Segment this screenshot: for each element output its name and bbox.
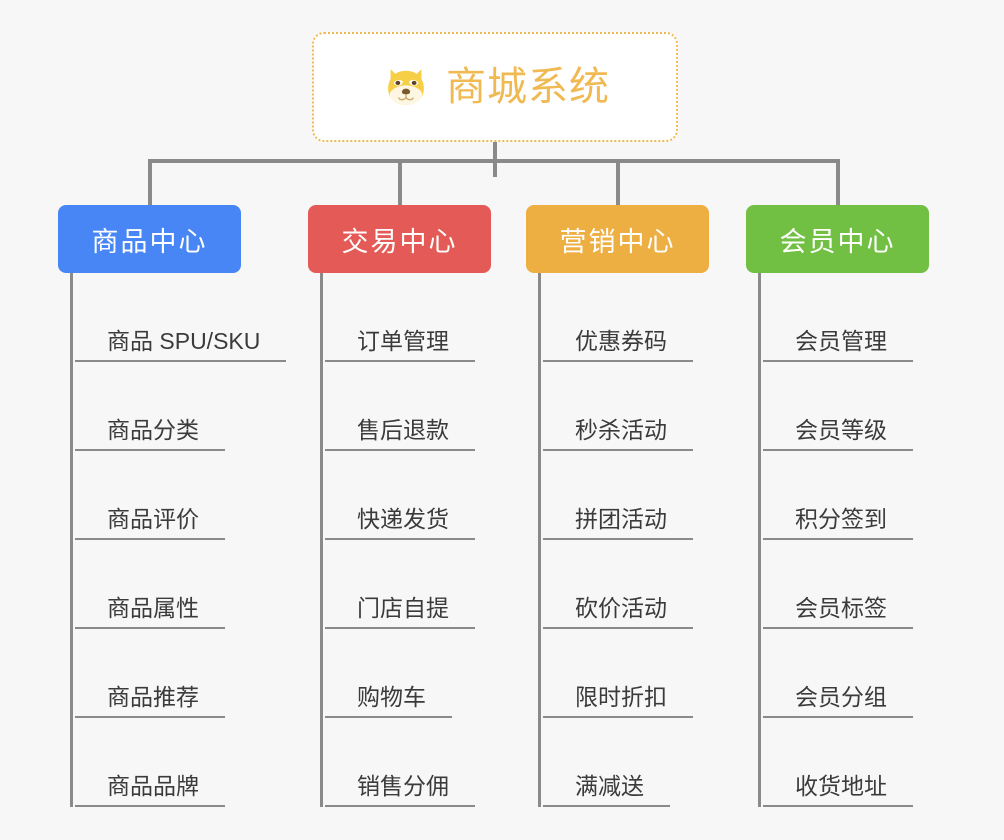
leaf-label: 积分签到: [763, 506, 913, 540]
connector-drop-3: [616, 159, 620, 205]
leaf-label: 满减送: [543, 773, 670, 807]
leaf-list-2: 订单管理 售后退款 快递发货 门店自提 购物车 销售分佣: [320, 273, 491, 807]
leaf-label: 秒杀活动: [543, 417, 693, 451]
connector-bus: [148, 159, 840, 163]
leaf-label: 限时折扣: [543, 684, 693, 718]
leaf-label: 会员分组: [763, 684, 913, 718]
list-item[interactable]: 商品属性: [75, 540, 286, 629]
leaf-list-1: 商品 SPU/SKU 商品分类 商品评价 商品属性 商品推荐 商品品牌: [70, 273, 287, 807]
connector-drop-4: [836, 159, 840, 205]
list-item[interactable]: 商品推荐: [75, 629, 286, 718]
branch-column-1: 商品中心 商品 SPU/SKU 商品分类 商品评价 商品属性 商品推荐 商品品牌: [58, 205, 287, 807]
list-item[interactable]: 砍价活动: [543, 540, 709, 629]
leaf-label: 商品分类: [75, 417, 225, 451]
category-box-4[interactable]: 会员中心: [746, 205, 929, 273]
branch-column-2: 交易中心 订单管理 售后退款 快递发货 门店自提 购物车 销售分佣: [308, 205, 491, 807]
leaf-label: 销售分佣: [325, 773, 475, 807]
leaf-label: 售后退款: [325, 417, 475, 451]
leaf-label: 收货地址: [763, 773, 913, 807]
branch-column-3: 营销中心 优惠券码 秒杀活动 拼团活动 砍价活动 限时折扣 满减送: [526, 205, 709, 807]
list-item[interactable]: 限时折扣: [543, 629, 709, 718]
leaf-label: 会员管理: [763, 328, 913, 362]
list-item[interactable]: 销售分佣: [325, 718, 491, 807]
list-item[interactable]: 快递发货: [325, 451, 491, 540]
leaf-label: 会员等级: [763, 417, 913, 451]
leaf-list-3: 优惠券码 秒杀活动 拼团活动 砍价活动 限时折扣 满减送: [538, 273, 709, 807]
list-item[interactable]: 会员标签: [763, 540, 929, 629]
leaf-label: 商品推荐: [75, 684, 225, 718]
list-item[interactable]: 商品品牌: [75, 718, 286, 807]
leaf-label: 商品属性: [75, 595, 225, 629]
leaf-label: 订单管理: [325, 328, 475, 362]
list-item[interactable]: 积分签到: [763, 451, 929, 540]
category-box-1[interactable]: 商品中心: [58, 205, 241, 273]
list-item[interactable]: 商品分类: [75, 362, 286, 451]
leaf-label: 拼团活动: [543, 506, 693, 540]
leaf-label: 快递发货: [325, 506, 475, 540]
list-item[interactable]: 会员分组: [763, 629, 929, 718]
leaf-label: 优惠券码: [543, 328, 693, 362]
list-item[interactable]: 秒杀活动: [543, 362, 709, 451]
root-node[interactable]: 商城系统: [312, 32, 678, 142]
list-item[interactable]: 商品 SPU/SKU: [75, 273, 287, 362]
category-label-1: 商品中心: [91, 226, 208, 257]
list-item[interactable]: 售后退款: [325, 362, 491, 451]
list-item[interactable]: 会员等级: [763, 362, 929, 451]
category-box-2[interactable]: 交易中心: [308, 205, 491, 273]
leaf-label: 商品评价: [75, 506, 225, 540]
category-label-3: 营销中心: [559, 226, 676, 257]
leaf-label: 商品 SPU/SKU: [75, 328, 287, 362]
connector-drop-2: [398, 159, 402, 205]
leaf-label: 门店自提: [325, 595, 475, 629]
list-item[interactable]: 订单管理: [325, 273, 491, 362]
leaf-label: 砍价活动: [543, 595, 693, 629]
list-item[interactable]: 商品评价: [75, 451, 286, 540]
shiba-dog-face-icon: [388, 69, 424, 105]
list-item[interactable]: 优惠券码: [543, 273, 709, 362]
list-item[interactable]: 购物车: [325, 629, 491, 718]
list-item[interactable]: 会员管理: [763, 273, 929, 362]
category-box-3[interactable]: 营销中心: [526, 205, 709, 273]
list-item[interactable]: 拼团活动: [543, 451, 709, 540]
list-item[interactable]: 满减送: [543, 718, 709, 807]
category-label-2: 交易中心: [341, 226, 458, 257]
root-title: 商城系统: [446, 65, 610, 109]
leaf-label: 购物车: [325, 684, 452, 718]
leaf-list-4: 会员管理 会员等级 积分签到 会员标签 会员分组 收货地址: [758, 273, 929, 807]
leaf-label: 会员标签: [763, 595, 913, 629]
leaf-label: 商品品牌: [75, 773, 225, 807]
branch-column-4: 会员中心 会员管理 会员等级 积分签到 会员标签 会员分组 收货地址: [746, 205, 929, 807]
list-item[interactable]: 门店自提: [325, 540, 491, 629]
category-label-4: 会员中心: [779, 226, 896, 257]
connector-drop-1: [148, 159, 152, 205]
list-item[interactable]: 收货地址: [763, 718, 929, 807]
